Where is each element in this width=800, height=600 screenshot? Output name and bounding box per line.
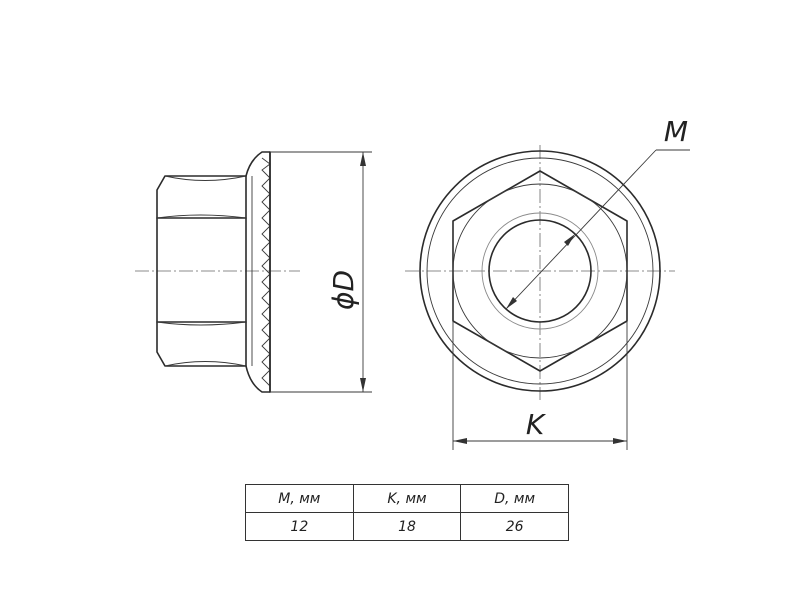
arrow-k-left [453, 438, 467, 444]
label-across-flats: K [526, 408, 547, 441]
hex-chamfer-circle [452, 183, 628, 359]
label-thread: M [664, 115, 688, 148]
hex-chamfer-arc [156, 175, 247, 367]
table-cell: 26 [460, 512, 569, 541]
table-header-cell: M, мм [245, 484, 354, 513]
thread-major-circle [481, 212, 599, 330]
arrow-m-lower [506, 297, 517, 309]
dimension-table: M, мм K, мм D, мм 12 18 26 [245, 484, 569, 541]
front-view: M K [405, 115, 690, 450]
flange-inner-circle [426, 157, 654, 385]
arrow-k-right [613, 438, 627, 444]
table-cell: 18 [352, 512, 462, 541]
flange-flare [245, 151, 271, 393]
table-row: 12 18 26 [245, 512, 569, 541]
arrow-d-top [360, 152, 366, 166]
table-header-cell: D, мм [460, 484, 569, 513]
table-cell: 12 [245, 512, 354, 541]
table-header-row: M, мм K, мм D, мм [245, 484, 569, 513]
side-view: ϕD [135, 151, 372, 393]
label-flange-diameter: ϕD [327, 270, 360, 310]
table-header-cell: K, мм [352, 484, 462, 513]
hexagon-outline [452, 170, 628, 372]
bore-circle [488, 219, 592, 323]
arrow-d-bottom [360, 378, 366, 392]
dimension-line-m [505, 149, 657, 310]
arrow-m-upper [564, 234, 575, 246]
flange-serration [261, 157, 271, 387]
flange-outer-circle [419, 150, 661, 392]
